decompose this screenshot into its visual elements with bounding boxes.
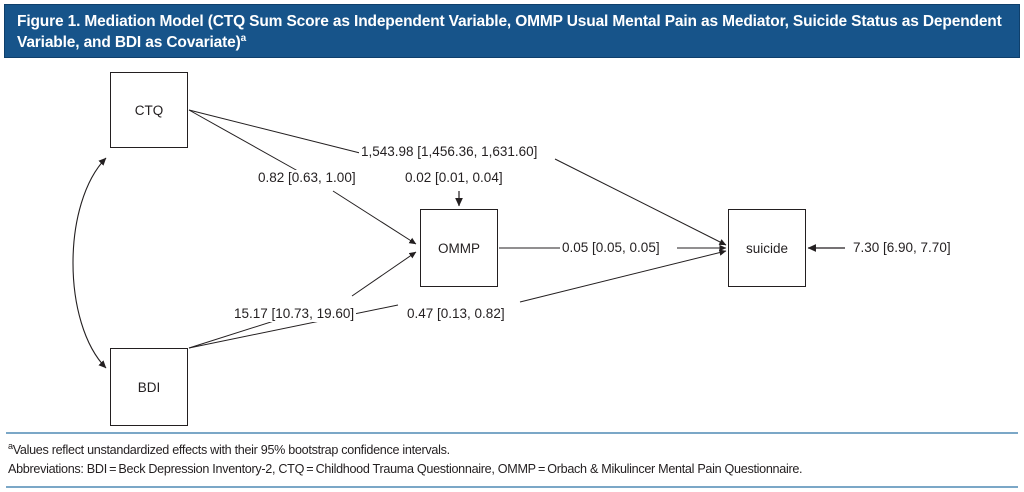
edge-label-ommp-suicide: 0.05 [0.05, 0.05] — [560, 240, 662, 256]
edge-ctq-ommp-seg1 — [188, 109, 306, 176]
edge-ctq-suicide-seg1 — [188, 109, 361, 154]
edge-label-ctq-suicide: 1,543.98 [1,456.36, 1,631.60] — [359, 144, 540, 160]
figure-title-footnote-marker: a — [240, 32, 247, 44]
figure-footnotes: aValues reflect unstandardized effects w… — [6, 432, 1018, 488]
diagram-canvas: CTQ OMMP suicide BDI 1,543.98 [1,456.36,… — [0, 58, 1024, 430]
edge-bdi-suicide-seg2 — [519, 249, 727, 303]
edge-label-ommp-intercept: 0.02 [0.01, 0.04] — [403, 170, 505, 186]
figure-title-text: Figure 1. Mediation Model (CTQ Sum Score… — [17, 13, 1002, 51]
edge-ctq-suicide-seg2 — [554, 158, 727, 246]
node-ctq[interactable]: CTQ — [110, 72, 188, 148]
edge-label-suicide-intercept: 7.30 [6.90, 7.70] — [851, 240, 953, 256]
diagram-edges-layer — [72, 109, 845, 369]
edge-label-bdi-ommp: 15.17 [10.73, 19.60] — [232, 306, 357, 322]
edge-label-ctq-ommp: 0.82 [0.63, 1.00] — [256, 170, 358, 186]
node-bdi-label: BDI — [137, 379, 161, 395]
node-ommp-label: OMMP — [438, 240, 480, 256]
footnote-marker: a — [8, 440, 13, 451]
footnote-values: aValues reflect unstandardized effects w… — [8, 441, 1016, 460]
edge-ctq-ommp-seg2 — [332, 190, 417, 245]
edge-label-bdi-suicide: 0.47 [0.13, 0.82] — [405, 306, 507, 322]
footnote-abbreviations: Abbreviations: BDI = Beck Depression Inv… — [8, 462, 803, 476]
figure-title-bar: Figure 1. Mediation Model (CTQ Sum Score… — [4, 4, 1020, 58]
node-ctq-label: CTQ — [134, 102, 164, 118]
node-bdi[interactable]: BDI — [110, 348, 188, 426]
node-suicide[interactable]: suicide — [728, 209, 806, 287]
figure-title: Figure 1. Mediation Model (CTQ Sum Score… — [17, 11, 1007, 53]
edge-bdi-ommp-seg2 — [351, 251, 417, 297]
edge-bdi-suicide-seg1 — [188, 304, 399, 349]
node-suicide-label: suicide — [745, 240, 789, 256]
edge-ctq-bdi-covariance — [72, 157, 107, 369]
node-ommp[interactable]: OMMP — [420, 209, 498, 287]
footnote-values-text: Values reflect unstandardized effects wi… — [12, 443, 450, 457]
